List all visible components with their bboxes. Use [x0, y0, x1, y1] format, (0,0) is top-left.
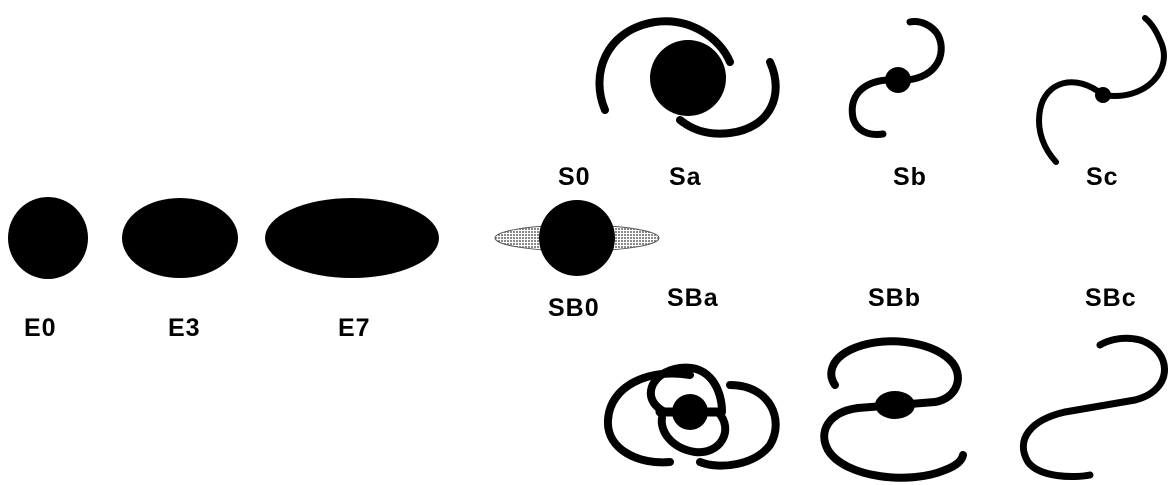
label-sba: SBa — [667, 284, 719, 312]
sbb-arm-upper — [827, 337, 962, 406]
label-sc: Sc — [1086, 163, 1119, 191]
sba-arm-outer-left — [603, 369, 694, 467]
sbb-arm-lower — [820, 404, 967, 482]
sba-arm-outer-right — [696, 381, 780, 470]
sb-arm-upper — [894, 18, 945, 84]
galaxy-e3 — [122, 198, 238, 278]
label-sbb: SBb — [868, 284, 921, 312]
sbc-arm-upper — [1096, 334, 1168, 404]
sba-arm-upper — [646, 363, 726, 416]
label-e7: E7 — [338, 314, 371, 342]
galaxy-sbb — [820, 337, 967, 482]
label-sb0: SB0 — [548, 294, 600, 322]
label-sa: Sa — [669, 163, 702, 191]
galaxy-sbc — [1019, 334, 1168, 481]
label-s0: S0 — [558, 163, 591, 191]
sbb-bar — [854, 398, 939, 412]
galaxy-sc — [1036, 15, 1167, 165]
sa-arm-upper — [595, 17, 734, 114]
sbc-bar — [1061, 396, 1139, 416]
galaxy-e0 — [8, 197, 88, 279]
galaxy-sa — [595, 17, 780, 138]
galaxy-sb — [848, 18, 945, 138]
sba-arm-lower — [657, 408, 730, 457]
sa-arm-lower — [676, 58, 780, 138]
galaxy-e7 — [265, 198, 439, 278]
label-sb: Sb — [893, 163, 927, 191]
label-e3: E3 — [168, 314, 201, 342]
sc-arm-lower — [1036, 79, 1106, 165]
sc-arm-upper — [1100, 15, 1167, 99]
galaxy-s0-sb0 — [494, 200, 660, 276]
lenticular-bulge — [539, 200, 615, 276]
sa-bulge — [650, 40, 726, 116]
label-e0: E0 — [24, 314, 57, 342]
sbc-arm-lower — [1019, 408, 1094, 481]
sb-arm-lower — [848, 76, 902, 138]
label-sbc: SBc — [1085, 284, 1137, 312]
galaxy-sba — [603, 363, 780, 470]
